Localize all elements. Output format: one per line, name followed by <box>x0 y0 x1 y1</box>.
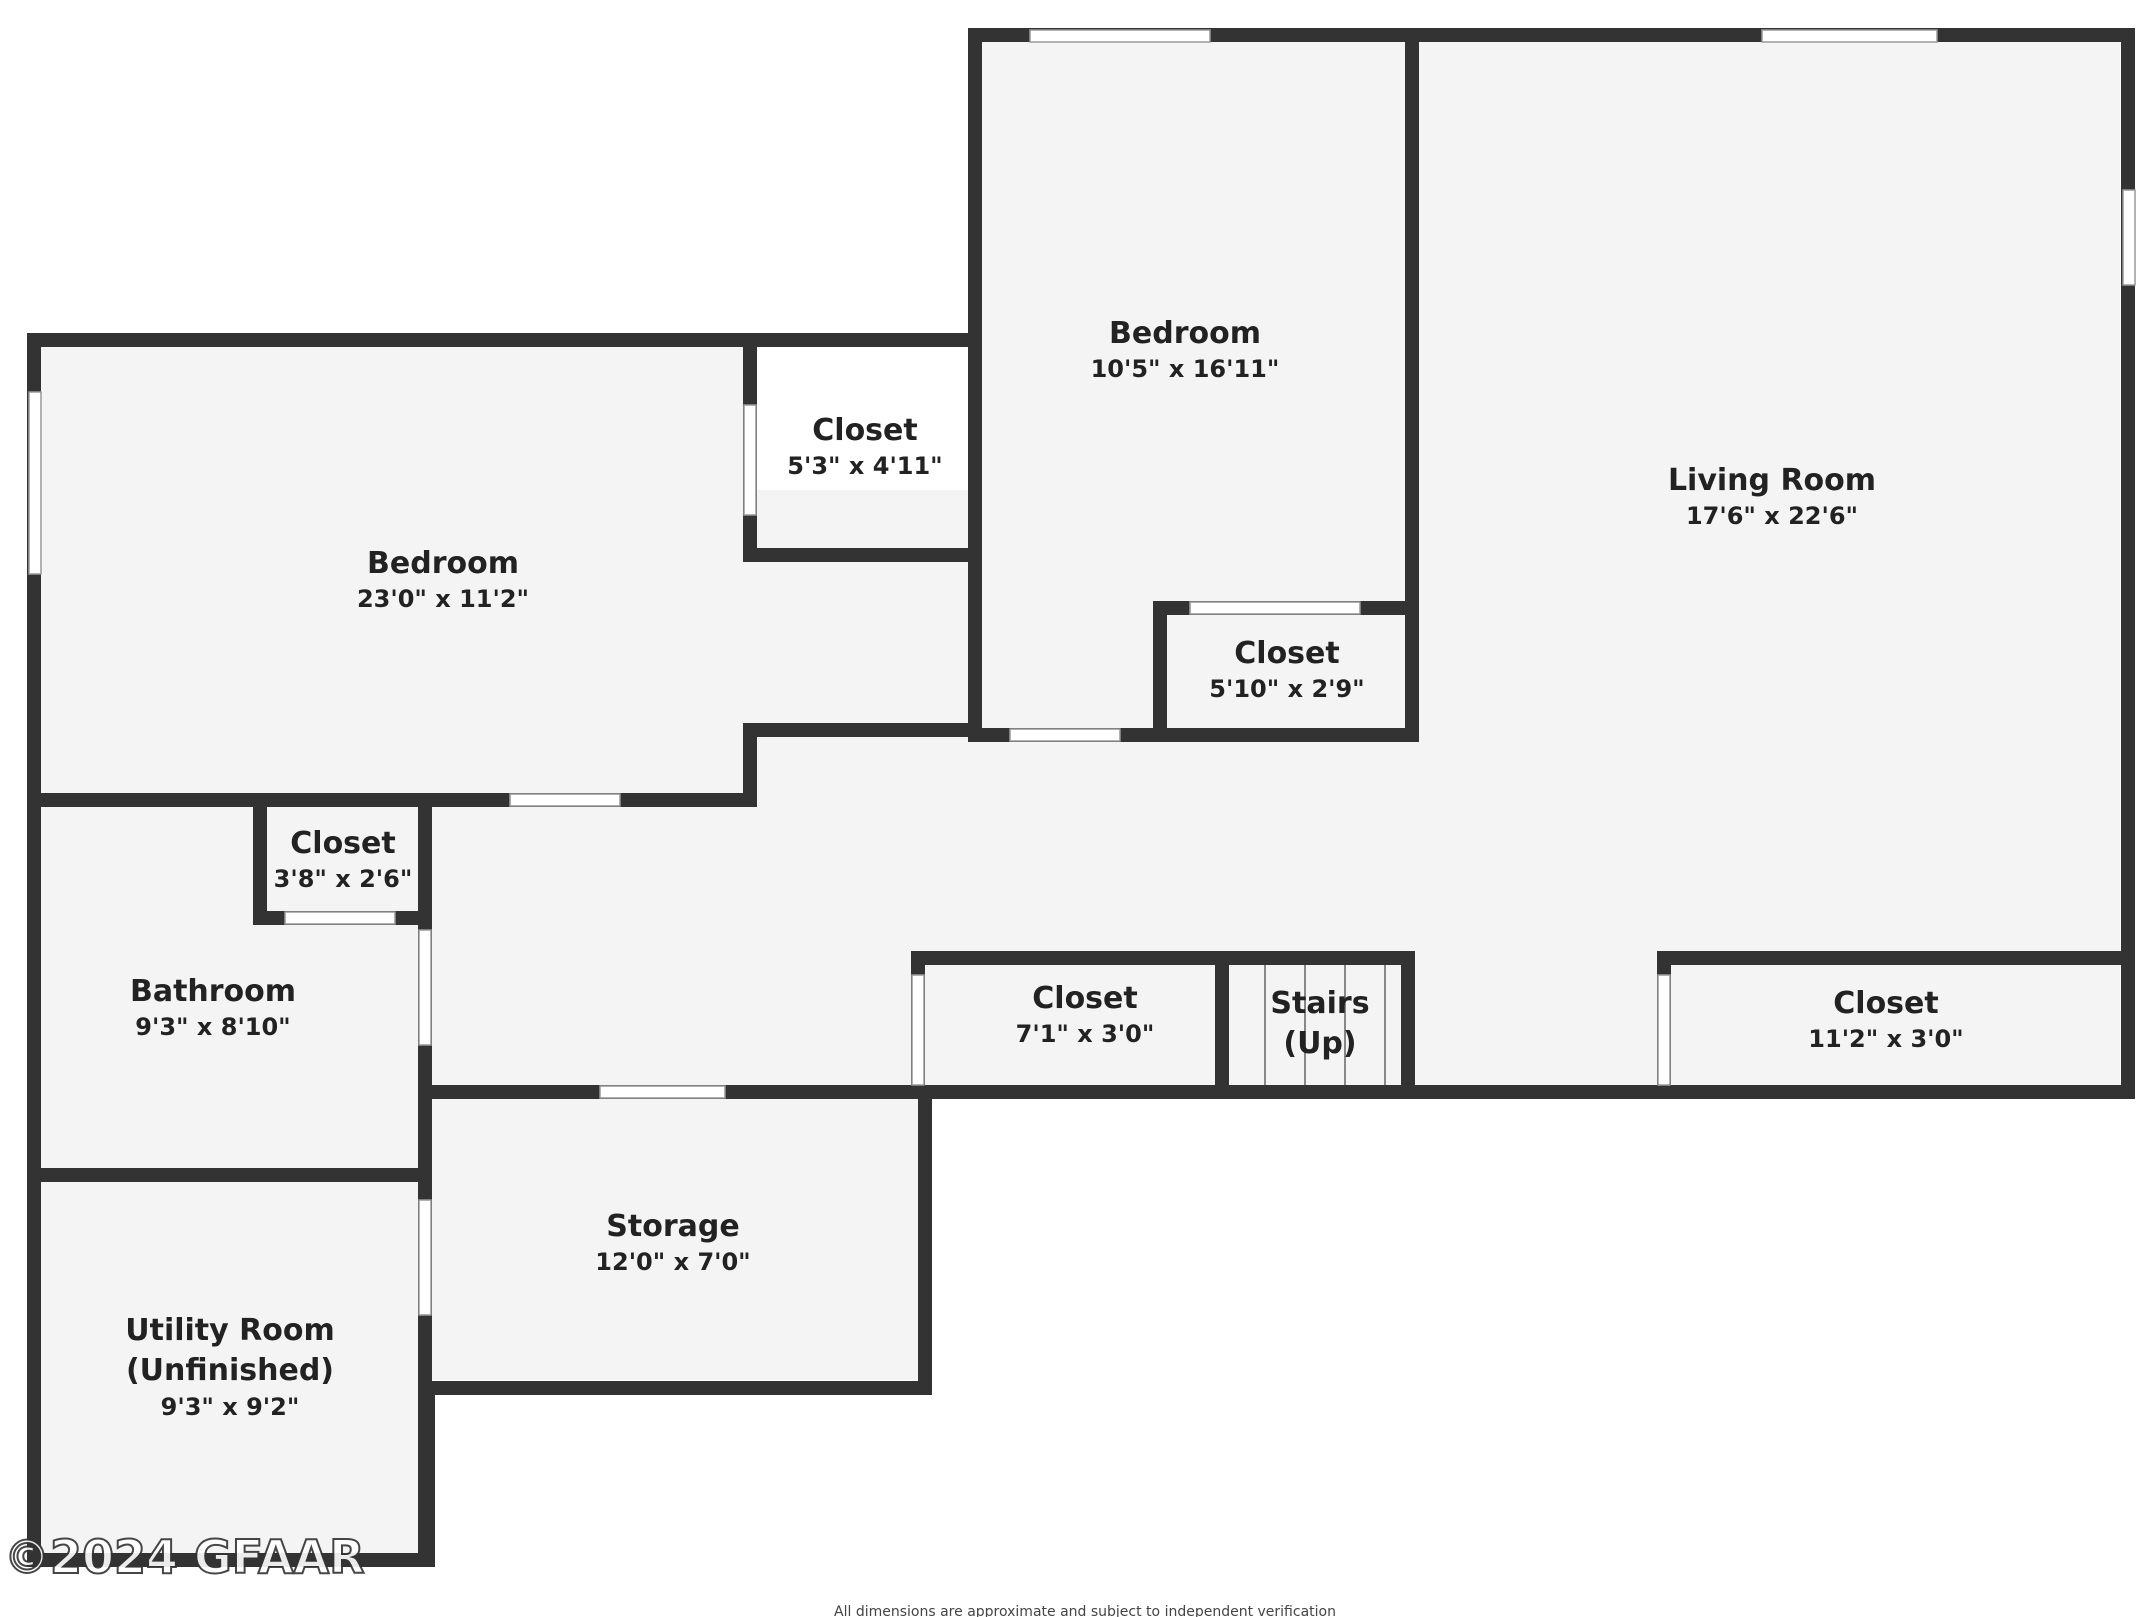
door-storage <box>599 1085 726 1099</box>
window-left <box>28 391 42 575</box>
room-dims: 12'0" x 7'0" <box>595 1248 750 1276</box>
room-dims: 10'5" x 16'11" <box>1091 355 1280 383</box>
room-dims: 11'2" x 3'0" <box>1808 1025 1963 1053</box>
room-name: Stairs <box>1270 986 1369 1021</box>
room-dims: 9'3" x 8'10" <box>135 1013 290 1041</box>
window-right <box>2122 189 2136 286</box>
room-name: Closet <box>1032 981 1137 1016</box>
room-name: Living Room <box>1668 463 1876 498</box>
room-dims: 9'3" x 9'2" <box>161 1393 300 1421</box>
door-closet4 <box>911 974 925 1086</box>
room-name: Closet <box>1833 986 1938 1021</box>
door-closet5 <box>1657 974 1671 1086</box>
room-name: Closet <box>1234 636 1339 671</box>
room-dims: 3'8" x 2'6" <box>274 865 413 893</box>
door-closet2 <box>1189 601 1361 615</box>
room-dims: 23'0" x 11'2" <box>357 585 529 613</box>
room-dims: 7'1" x 3'0" <box>1016 1020 1155 1048</box>
room-dims: 5'10" x 2'9" <box>1209 675 1364 703</box>
room-labels: Bedroom 23'0" x 11'2" Closet 5'3" x 4'11… <box>125 316 1963 1421</box>
room-name: Bathroom <box>130 974 296 1009</box>
door-closet3 <box>284 911 396 925</box>
room-name: Utility Room <box>125 1313 334 1348</box>
room-name: Bedroom <box>1109 316 1261 351</box>
door-bedroom1 <box>509 793 621 807</box>
room-dims: 5'3" x 4'11" <box>787 452 942 480</box>
door-bedroom2 <box>1009 728 1121 742</box>
door-bath <box>418 929 432 1046</box>
footer-disclaimer: All dimensions are approximate and subje… <box>834 1604 1336 1617</box>
room-name: Storage <box>606 1209 739 1244</box>
room-dims: 17'6" x 22'6" <box>1686 502 1858 530</box>
door-closet1 <box>743 404 757 516</box>
copyright-watermark: ©2024 GFAAR <box>4 1530 365 1584</box>
window-top-left <box>1029 29 1211 43</box>
windows <box>28 29 2136 1316</box>
door-utility <box>418 1199 432 1316</box>
stairs-lines <box>1264 965 1386 1085</box>
room-name: Bedroom <box>367 546 519 581</box>
window-top-right <box>1761 29 1938 43</box>
floor-fills <box>34 40 2120 1560</box>
room-name-line2: (Unfinished) <box>126 1353 334 1388</box>
room-name: Closet <box>812 413 917 448</box>
room-name: Closet <box>290 826 395 861</box>
room-name-line2: (Up) <box>1283 1026 1356 1061</box>
